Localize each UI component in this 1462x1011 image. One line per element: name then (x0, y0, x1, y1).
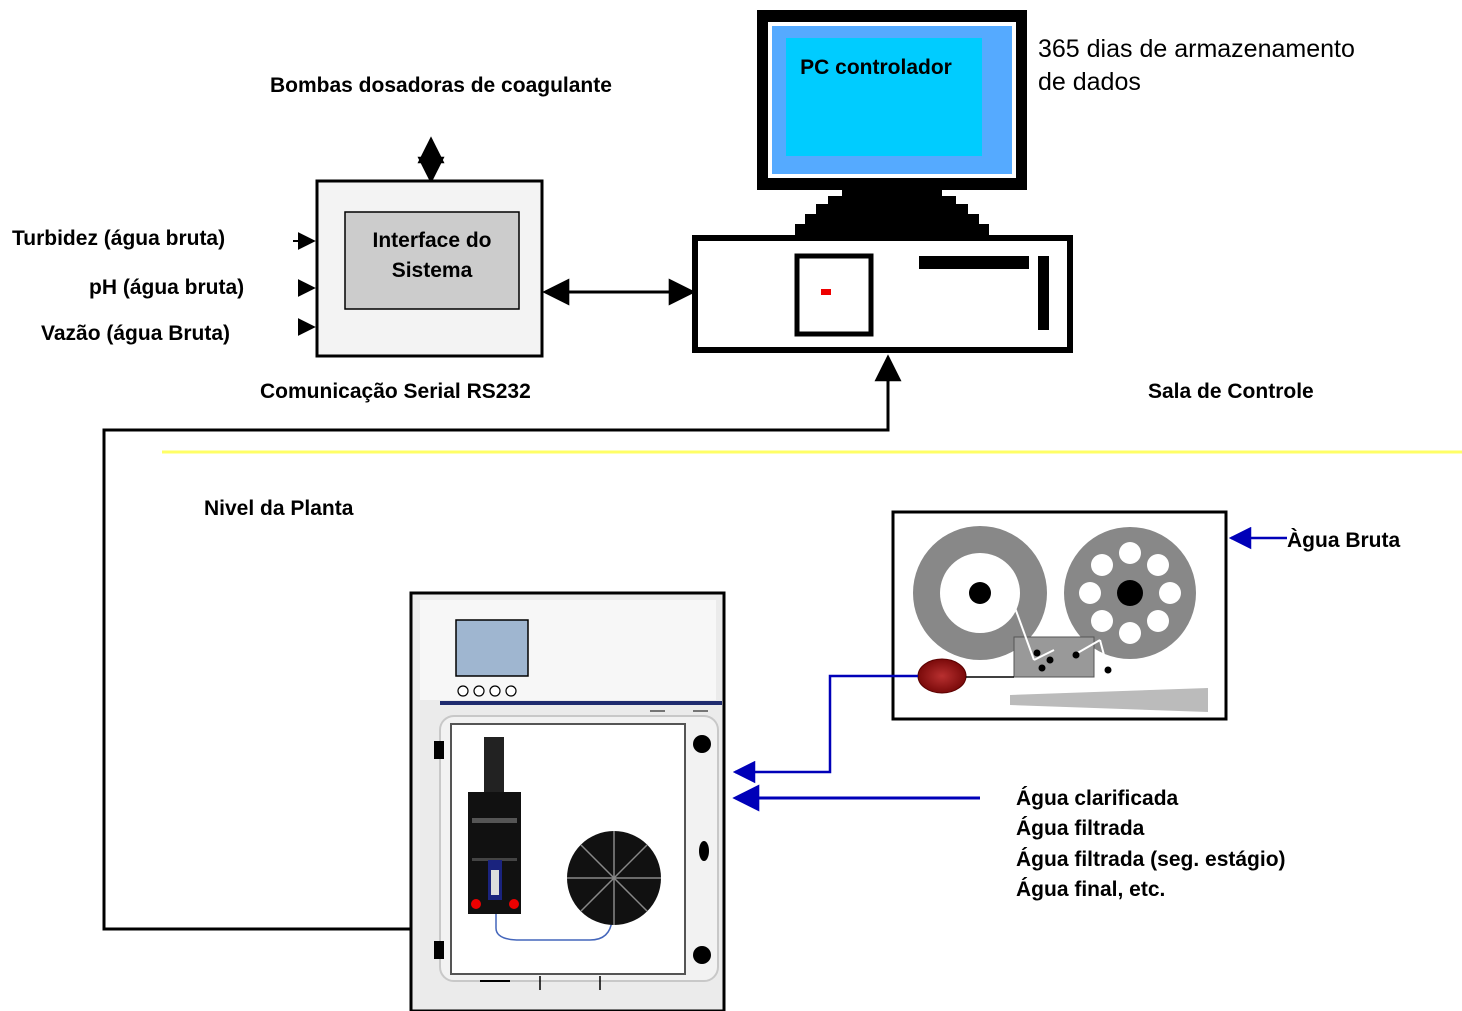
input-ph-label: pH (água bruta) (89, 276, 244, 299)
raw-water-label: Àgua Bruta (1287, 529, 1400, 552)
pumps-label: Bombas dosadoras de coagulante (270, 74, 612, 97)
sample-label-4: Água final, etc. (1016, 878, 1165, 901)
serial-label: Comunicação Serial RS232 (260, 380, 531, 403)
sample-label-1: Água clarificada (1016, 787, 1179, 810)
plant-level-label: Nivel da Planta (204, 497, 354, 520)
interface-label-line1: Interface do (372, 229, 491, 252)
interface-label-line2: Sistema (392, 259, 473, 282)
storage-label-line2: de dados (1038, 68, 1141, 96)
valve-icon (917, 658, 1014, 694)
sampler-to-analyzer-line (732, 674, 918, 784)
sample-label-2: Água filtrada (1016, 817, 1145, 840)
input-flow-label: Vazão (água Bruta) (41, 322, 230, 345)
storage-label-line1: 365 dias de armazenamento (1038, 35, 1355, 63)
sample-label-3: Água filtrada (seg. estágio) (1016, 848, 1286, 871)
monitor-icon: PC controlador (757, 10, 1027, 238)
control-room-label: Sala de Controle (1148, 380, 1314, 403)
input-turbidity-label: Turbidez (água bruta) (12, 227, 225, 250)
cpu-tower-icon (692, 235, 1073, 353)
pc-label: PC controlador (800, 56, 952, 79)
interface-unit: Interface do Sistema (315, 179, 544, 358)
plant-to-pc-wire (102, 354, 902, 931)
analyzer-cabinet-icon (409, 591, 726, 1011)
